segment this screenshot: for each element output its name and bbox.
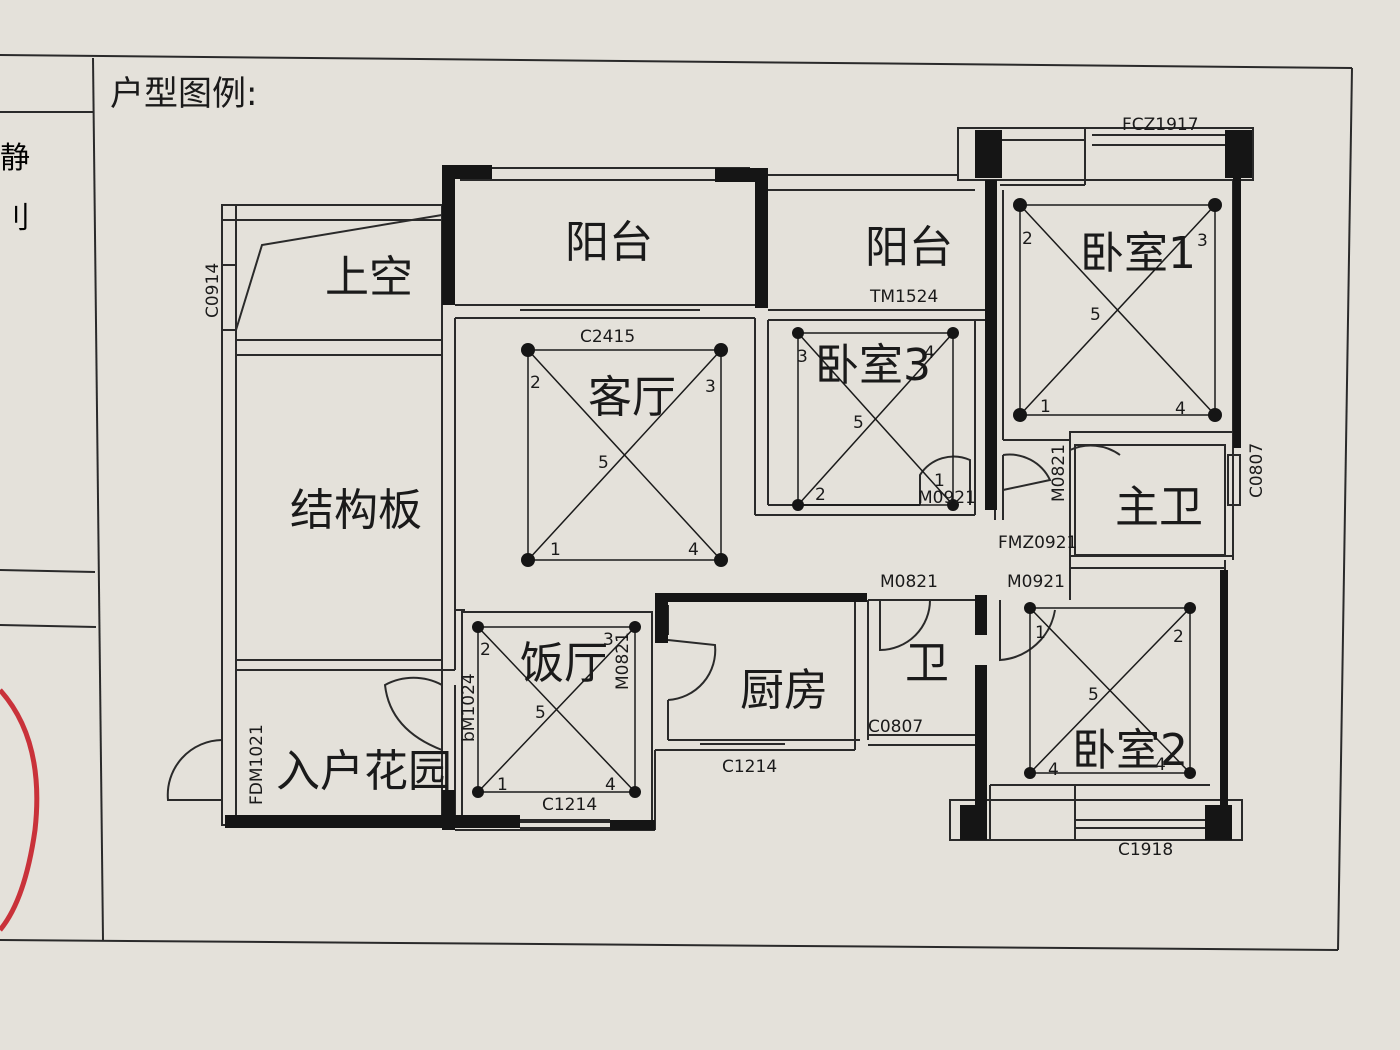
room-yangtai-1: 阳台 xyxy=(565,217,653,268)
svg-text:1: 1 xyxy=(1035,623,1046,643)
svg-text:4: 4 xyxy=(924,343,935,363)
room-wei: 卫 xyxy=(905,638,949,689)
svg-text:2: 2 xyxy=(530,373,541,393)
svg-text:5: 5 xyxy=(535,703,546,723)
svg-text:2: 2 xyxy=(1173,627,1184,647)
room-jiegouban: 结构板 xyxy=(290,485,422,536)
svg-text:bM1024: bM1024 xyxy=(459,673,479,742)
svg-text:C2415: C2415 xyxy=(580,327,635,347)
svg-text:FMZ0921: FMZ0921 xyxy=(998,533,1077,553)
svg-text:3: 3 xyxy=(705,377,716,397)
svg-text:1: 1 xyxy=(934,471,945,491)
svg-text:C1214: C1214 xyxy=(722,757,777,777)
svg-text:M0821: M0821 xyxy=(880,572,938,592)
room-markers xyxy=(477,204,1216,793)
svg-text:5: 5 xyxy=(1090,305,1101,325)
svg-text:FDM1021: FDM1021 xyxy=(247,724,267,805)
svg-text:C1214: C1214 xyxy=(542,795,597,815)
svg-text:5: 5 xyxy=(853,413,864,433)
room-chufang: 厨房 xyxy=(740,665,828,716)
svg-text:1: 1 xyxy=(497,775,508,795)
svg-text:M0921: M0921 xyxy=(918,488,976,508)
svg-text:4: 4 xyxy=(1048,760,1059,780)
svg-text:TM1524: TM1524 xyxy=(869,287,938,307)
svg-text:3: 3 xyxy=(603,630,614,650)
margin-char-2: 刂 xyxy=(0,201,30,236)
room-keting: 客厅 xyxy=(588,372,676,423)
svg-text:M0821: M0821 xyxy=(1049,444,1069,502)
svg-text:M0921: M0921 xyxy=(1007,572,1065,592)
svg-text:2: 2 xyxy=(815,485,826,505)
room-woshi-3: 卧室3 xyxy=(815,340,931,391)
svg-text:FCZ1917: FCZ1917 xyxy=(1122,115,1199,135)
room-woshi-1: 卧室1 xyxy=(1080,228,1196,279)
svg-text:2: 2 xyxy=(480,640,491,660)
marker-dots xyxy=(472,198,1222,798)
svg-text:1: 1 xyxy=(1040,397,1051,417)
svg-text:M0821: M0821 xyxy=(613,632,633,690)
svg-text:5: 5 xyxy=(598,453,609,473)
svg-text:3: 3 xyxy=(1197,231,1208,251)
room-ruhu-huayuan: 入户花园 xyxy=(276,746,452,797)
svg-text:4: 4 xyxy=(1175,399,1186,419)
room-woshi-2: 卧室2 xyxy=(1072,725,1188,776)
svg-text:4: 4 xyxy=(1155,755,1166,775)
svg-text:3: 3 xyxy=(797,347,808,367)
room-yangtai-2: 阳台 xyxy=(865,222,953,273)
frame-lines xyxy=(0,54,1353,951)
thin-walls xyxy=(221,127,1254,841)
svg-text:C0807: C0807 xyxy=(1247,443,1267,498)
opening-labels: FCZ1917 TM1524 C2415 M0921 FMZ0921 M0821… xyxy=(203,115,1267,860)
page-title: 户型图例: xyxy=(110,74,257,114)
svg-text:C0914: C0914 xyxy=(203,263,223,318)
svg-text:5: 5 xyxy=(1088,685,1099,705)
svg-text:C0807: C0807 xyxy=(868,717,923,737)
svg-text:2: 2 xyxy=(1022,229,1033,249)
marker-numbers: 2 3 5 1 4 3 4 5 2 1 2 3 5 1 4 2 3 5 1 4 … xyxy=(480,229,1208,795)
thick-walls xyxy=(225,130,1252,840)
svg-text:4: 4 xyxy=(688,540,699,560)
svg-text:4: 4 xyxy=(605,775,616,795)
room-fanting: 饭厅 xyxy=(520,638,608,689)
room-zhuwei: 主卫 xyxy=(1115,482,1203,533)
margin-char-1: 静 xyxy=(0,141,30,176)
svg-text:1: 1 xyxy=(550,540,561,560)
door-swings xyxy=(166,444,1121,801)
room-labels: 上空 阳台 阳台 卧室1 结构板 客厅 卧室3 主卫 饭厅 厨房 卫 卧室2 入… xyxy=(276,217,1203,797)
red-stamp xyxy=(0,688,40,932)
svg-text:C1918: C1918 xyxy=(1118,840,1173,860)
room-shangkong: 上空 xyxy=(325,252,413,303)
